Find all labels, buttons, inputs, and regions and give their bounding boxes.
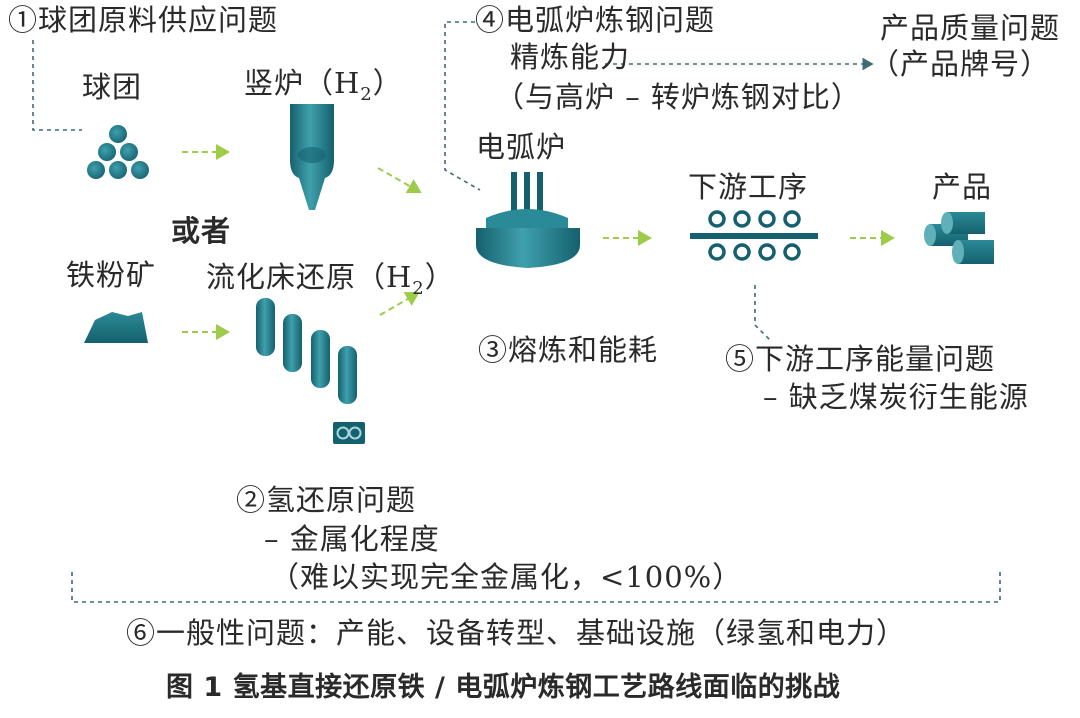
product-label: 产品 [932, 170, 993, 204]
flow-arrows [182, 144, 895, 340]
issue5-title: ⑤下游工序能量问题 [725, 342, 996, 376]
issue3-label: ③熔炼和能耗 [478, 333, 659, 367]
issue2-metallization: – 金属化程度 [264, 522, 440, 556]
fluid-bed-text: 流化床还原（H [206, 260, 413, 294]
product-cylinders-icon [924, 212, 994, 264]
iron-ore-fines-label: 铁粉矿 [66, 258, 157, 292]
shaft-furnace-text: 竖炉（H [244, 66, 361, 100]
issue1-label: ①球团原料供应问题 [8, 3, 279, 37]
issue4-leader [444, 21, 481, 191]
or-label: 或者 [171, 214, 232, 248]
shaft-h2-subscript: 2 [360, 83, 373, 105]
issue6-label: ⑥一般性问题：产能、设备转型、基础设施（绿氢和电力） [126, 616, 907, 650]
rolling-mill-icon [690, 210, 818, 261]
fluid-bed-label: 流化床还原（H2） [206, 260, 455, 306]
issue1-leader [32, 40, 82, 131]
pellet-pile-icon [87, 125, 149, 179]
issue4-comparison: （与高炉 – 转炉炼钢对比） [495, 80, 861, 114]
product-quality-title: 产品质量问题 [880, 11, 1061, 45]
arrow-bed-to-eaf [379, 291, 420, 316]
arrow-shaft-to-eaf [377, 167, 422, 193]
issue5-detail: – 缺乏煤炭衍生能源 [763, 380, 1029, 414]
downstream-label: 下游工序 [688, 170, 809, 204]
issue2-title: ②氢还原问题 [236, 483, 417, 517]
shaft-furnace-label: 竖炉（H2） [244, 66, 403, 112]
electric-arc-furnace-icon [476, 172, 580, 268]
issue5-leader [754, 285, 771, 341]
leader-lines [32, 21, 1001, 603]
fluid-h2-subscript: 2 [412, 277, 425, 299]
shaft-furnace-icon [290, 104, 334, 210]
issue4-refining: 精炼能力 [510, 40, 631, 74]
issue4-title: ④电弧炉炼钢问题 [475, 3, 716, 37]
shaft-close-paren: ） [372, 66, 403, 100]
fluidized-bed-icon [256, 298, 365, 444]
product-quality-grade: （产品牌号） [870, 47, 1051, 81]
fluid-close-paren: ） [424, 260, 455, 294]
figure-caption: 图 1 氢基直接还原铁 / 电弧炉炼钢工艺路线面临的挑战 [166, 672, 841, 703]
pellet-label: 球团 [82, 70, 143, 104]
eaf-label: 电弧炉 [476, 130, 567, 164]
issue2-detail: （难以实现完全金属化，<100%） [270, 560, 743, 594]
ore-pile-icon [84, 312, 148, 343]
